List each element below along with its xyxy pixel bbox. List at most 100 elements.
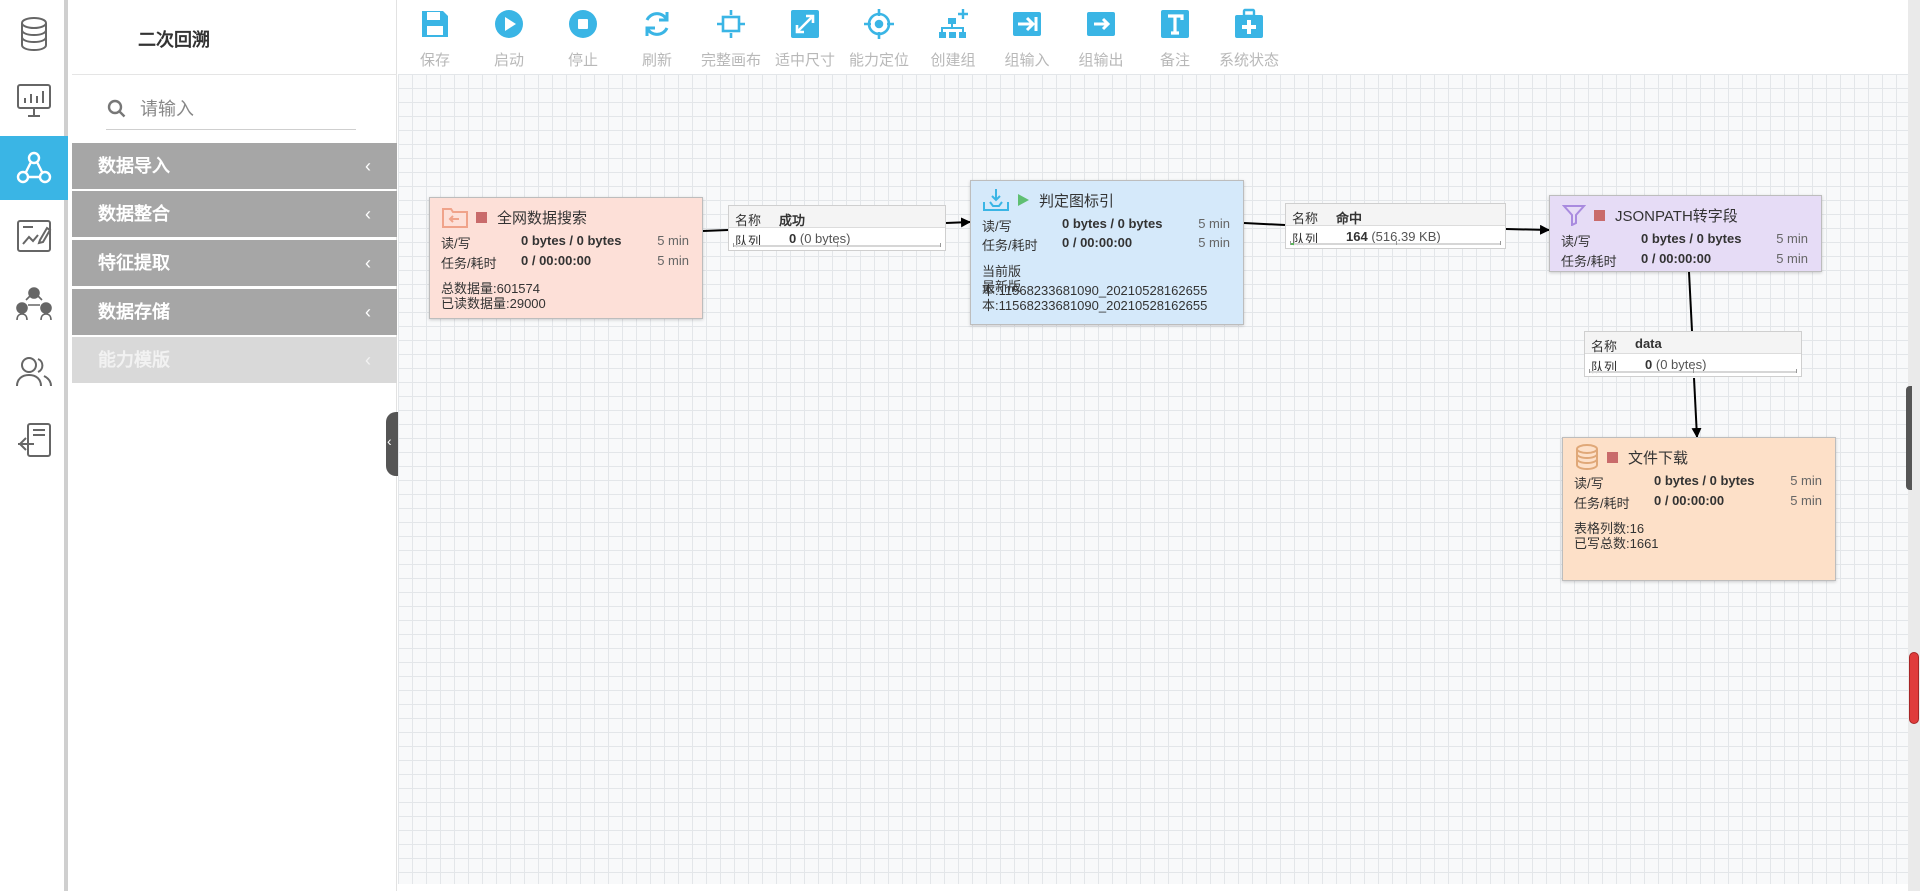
rw-label: 读/写 — [441, 236, 471, 251]
folder-import-icon — [442, 208, 468, 228]
queue-label: 队列 — [735, 234, 762, 249]
canvas-footer — [398, 884, 1908, 891]
save-label: 保存 — [419, 52, 450, 69]
rw-value: 0 bytes / 0 bytes — [1062, 216, 1163, 231]
chevron-left-icon: ‹ — [365, 253, 371, 273]
queue-progress — [1589, 369, 1797, 373]
task-row: 任务/耗时 0 / 00:00:00 5 min — [1561, 251, 1810, 269]
refresh-button[interactable]: 刷新 — [620, 8, 694, 70]
queue-count: 0 — [1645, 357, 1653, 372]
processor-title: 全网数据搜索 — [497, 209, 588, 227]
create-group-button[interactable]: 创建组 — [916, 8, 990, 70]
stop-button[interactable]: 停止 — [546, 8, 620, 70]
rail-item-monitor[interactable] — [0, 68, 68, 132]
note-label: 备注 — [1159, 52, 1190, 69]
note-button[interactable]: 备注 — [1138, 8, 1212, 70]
stopped-status-icon — [1594, 209, 1605, 221]
rail-item-flow[interactable] — [0, 136, 68, 200]
task-label: 任务/耗时 — [1561, 254, 1617, 269]
queue-size: (516.39 KB) — [1371, 229, 1441, 244]
processor-judge-index[interactable]: 判定图标引 读/写 0 bytes / 0 bytes 5 min 任务/耗时 … — [970, 180, 1244, 325]
stop-label: 停止 — [567, 52, 598, 69]
category-feature-extraction[interactable]: 特征提取 ‹ — [72, 240, 397, 286]
rw-label: 读/写 — [1574, 476, 1604, 491]
connection-name-label: 名称 — [1292, 211, 1319, 226]
processor-header: 文件下载 — [1575, 444, 1688, 470]
group-input-button[interactable]: 组输入 — [990, 8, 1064, 70]
locate-icon — [864, 9, 894, 39]
rail-item-database[interactable] — [0, 2, 68, 66]
scrollbar-thumb[interactable] — [1909, 652, 1919, 724]
category-label: 能力模版 — [98, 350, 170, 370]
task-row: 任务/耗时 0 / 00:00:00 5 min — [1574, 493, 1824, 511]
rw-value: 0 bytes / 0 bytes — [1654, 473, 1755, 488]
queue-label: 队列 — [1292, 232, 1319, 247]
chevron-left-icon: ‹ — [365, 302, 371, 322]
document-export-icon — [18, 423, 51, 457]
rail-item-export[interactable] — [0, 408, 68, 472]
rail-item-report[interactable] — [0, 204, 68, 268]
queue-value: 0 (0 bytes) — [1645, 357, 1706, 372]
play-icon — [495, 10, 523, 38]
connection-name: 成功 — [779, 213, 806, 228]
database-icon — [1576, 444, 1598, 470]
rail-item-users[interactable] — [0, 340, 68, 404]
rw-label: 读/写 — [1561, 234, 1591, 249]
rail-item-groups[interactable] — [0, 272, 68, 336]
fit-canvas-icon — [717, 10, 745, 38]
locate-button[interactable]: 能力定位 — [842, 8, 916, 70]
processor-header: 全网数据搜索 — [442, 204, 587, 230]
rw-time: 5 min — [1198, 216, 1230, 231]
processor-web-search[interactable]: 全网数据搜索 读/写 0 bytes / 0 bytes 5 min 任务/耗时… — [429, 197, 703, 319]
task-label: 任务/耗时 — [982, 238, 1038, 253]
processor-title: 文件下载 — [1628, 449, 1689, 467]
refresh-label: 刷新 — [641, 52, 672, 69]
category-data-integration[interactable]: 数据整合 ‹ — [72, 191, 397, 237]
category-data-import[interactable]: 数据导入 ‹ — [72, 143, 397, 189]
processor-title: JSONPATH转字段 — [1615, 207, 1738, 225]
task-time: 5 min — [1776, 251, 1808, 266]
report-edit-icon — [17, 220, 52, 252]
stopped-status-icon — [1607, 451, 1618, 463]
group-output-button[interactable]: 组输出 — [1064, 8, 1138, 70]
fit-size-label: 适中尺寸 — [774, 52, 835, 69]
expand-icon — [791, 10, 819, 38]
latest-version-note: 最新版本:11568233681090_20210528162655 — [982, 279, 1208, 313]
connection-hit[interactable]: 名称 命中 队列 164 (516.39 KB) — [1285, 203, 1506, 249]
processor-file-download[interactable]: 文件下载 读/写 0 bytes / 0 bytes 5 min 任务/耗时 0… — [1562, 437, 1836, 581]
rw-value: 0 bytes / 0 bytes — [1641, 231, 1742, 246]
system-status-button[interactable]: 系统状态 — [1212, 8, 1286, 70]
search-input[interactable] — [140, 94, 350, 124]
category-data-storage[interactable]: 数据存储 ‹ — [72, 289, 397, 335]
save-button[interactable]: 保存 — [398, 8, 472, 70]
fit-size-button[interactable]: 适中尺寸 — [768, 8, 842, 70]
system-status-label: 系统状态 — [1218, 52, 1279, 69]
group-output-label: 组输出 — [1078, 52, 1124, 69]
written-count-note: 已写总数:1661 — [1574, 536, 1659, 551]
processor-title: 判定图标引 — [1039, 192, 1115, 210]
rw-row: 读/写 0 bytes / 0 bytes 5 min — [441, 233, 691, 251]
task-row: 任务/耗时 0 / 00:00:00 5 min — [441, 253, 691, 271]
connection-name: data — [1635, 336, 1662, 351]
column-count-note: 表格列数:16 — [1574, 521, 1645, 536]
processor-jsonpath[interactable]: JSONPATH转字段 读/写 0 bytes / 0 bytes 5 min … — [1549, 195, 1822, 272]
collapse-sidebar-handle[interactable]: ‹ — [386, 412, 398, 476]
side-panel-handle[interactable] — [1906, 386, 1912, 490]
connection-success[interactable]: 名称 成功 队列 0 (0 bytes) — [728, 205, 946, 251]
connection-data[interactable]: 名称 data 队列 0 (0 bytes) — [1584, 331, 1802, 377]
panel-title: 二次回溯 — [138, 30, 210, 50]
start-label: 启动 — [493, 52, 524, 69]
queue-label: 队列 — [1591, 360, 1618, 375]
full-canvas-label: 完整画布 — [700, 52, 761, 69]
search-icon — [107, 99, 126, 118]
total-count-note: 总数据量:601574 — [441, 281, 540, 296]
toolbar: 保存 启动 停止 刷新 完整画布 适中尺寸 能力定位 创建组 组输入 组输出 备… — [398, 0, 1908, 74]
full-canvas-button[interactable]: 完整画布 — [694, 8, 768, 70]
queue-value: 0 (0 bytes) — [789, 231, 850, 246]
group-input-icon — [1013, 12, 1041, 36]
rw-time: 5 min — [657, 233, 689, 248]
start-button[interactable]: 启动 — [472, 8, 546, 70]
rw-row: 读/写 0 bytes / 0 bytes 5 min — [982, 216, 1232, 234]
users-icon — [16, 357, 52, 387]
rw-row: 读/写 0 bytes / 0 bytes 5 min — [1574, 473, 1824, 491]
